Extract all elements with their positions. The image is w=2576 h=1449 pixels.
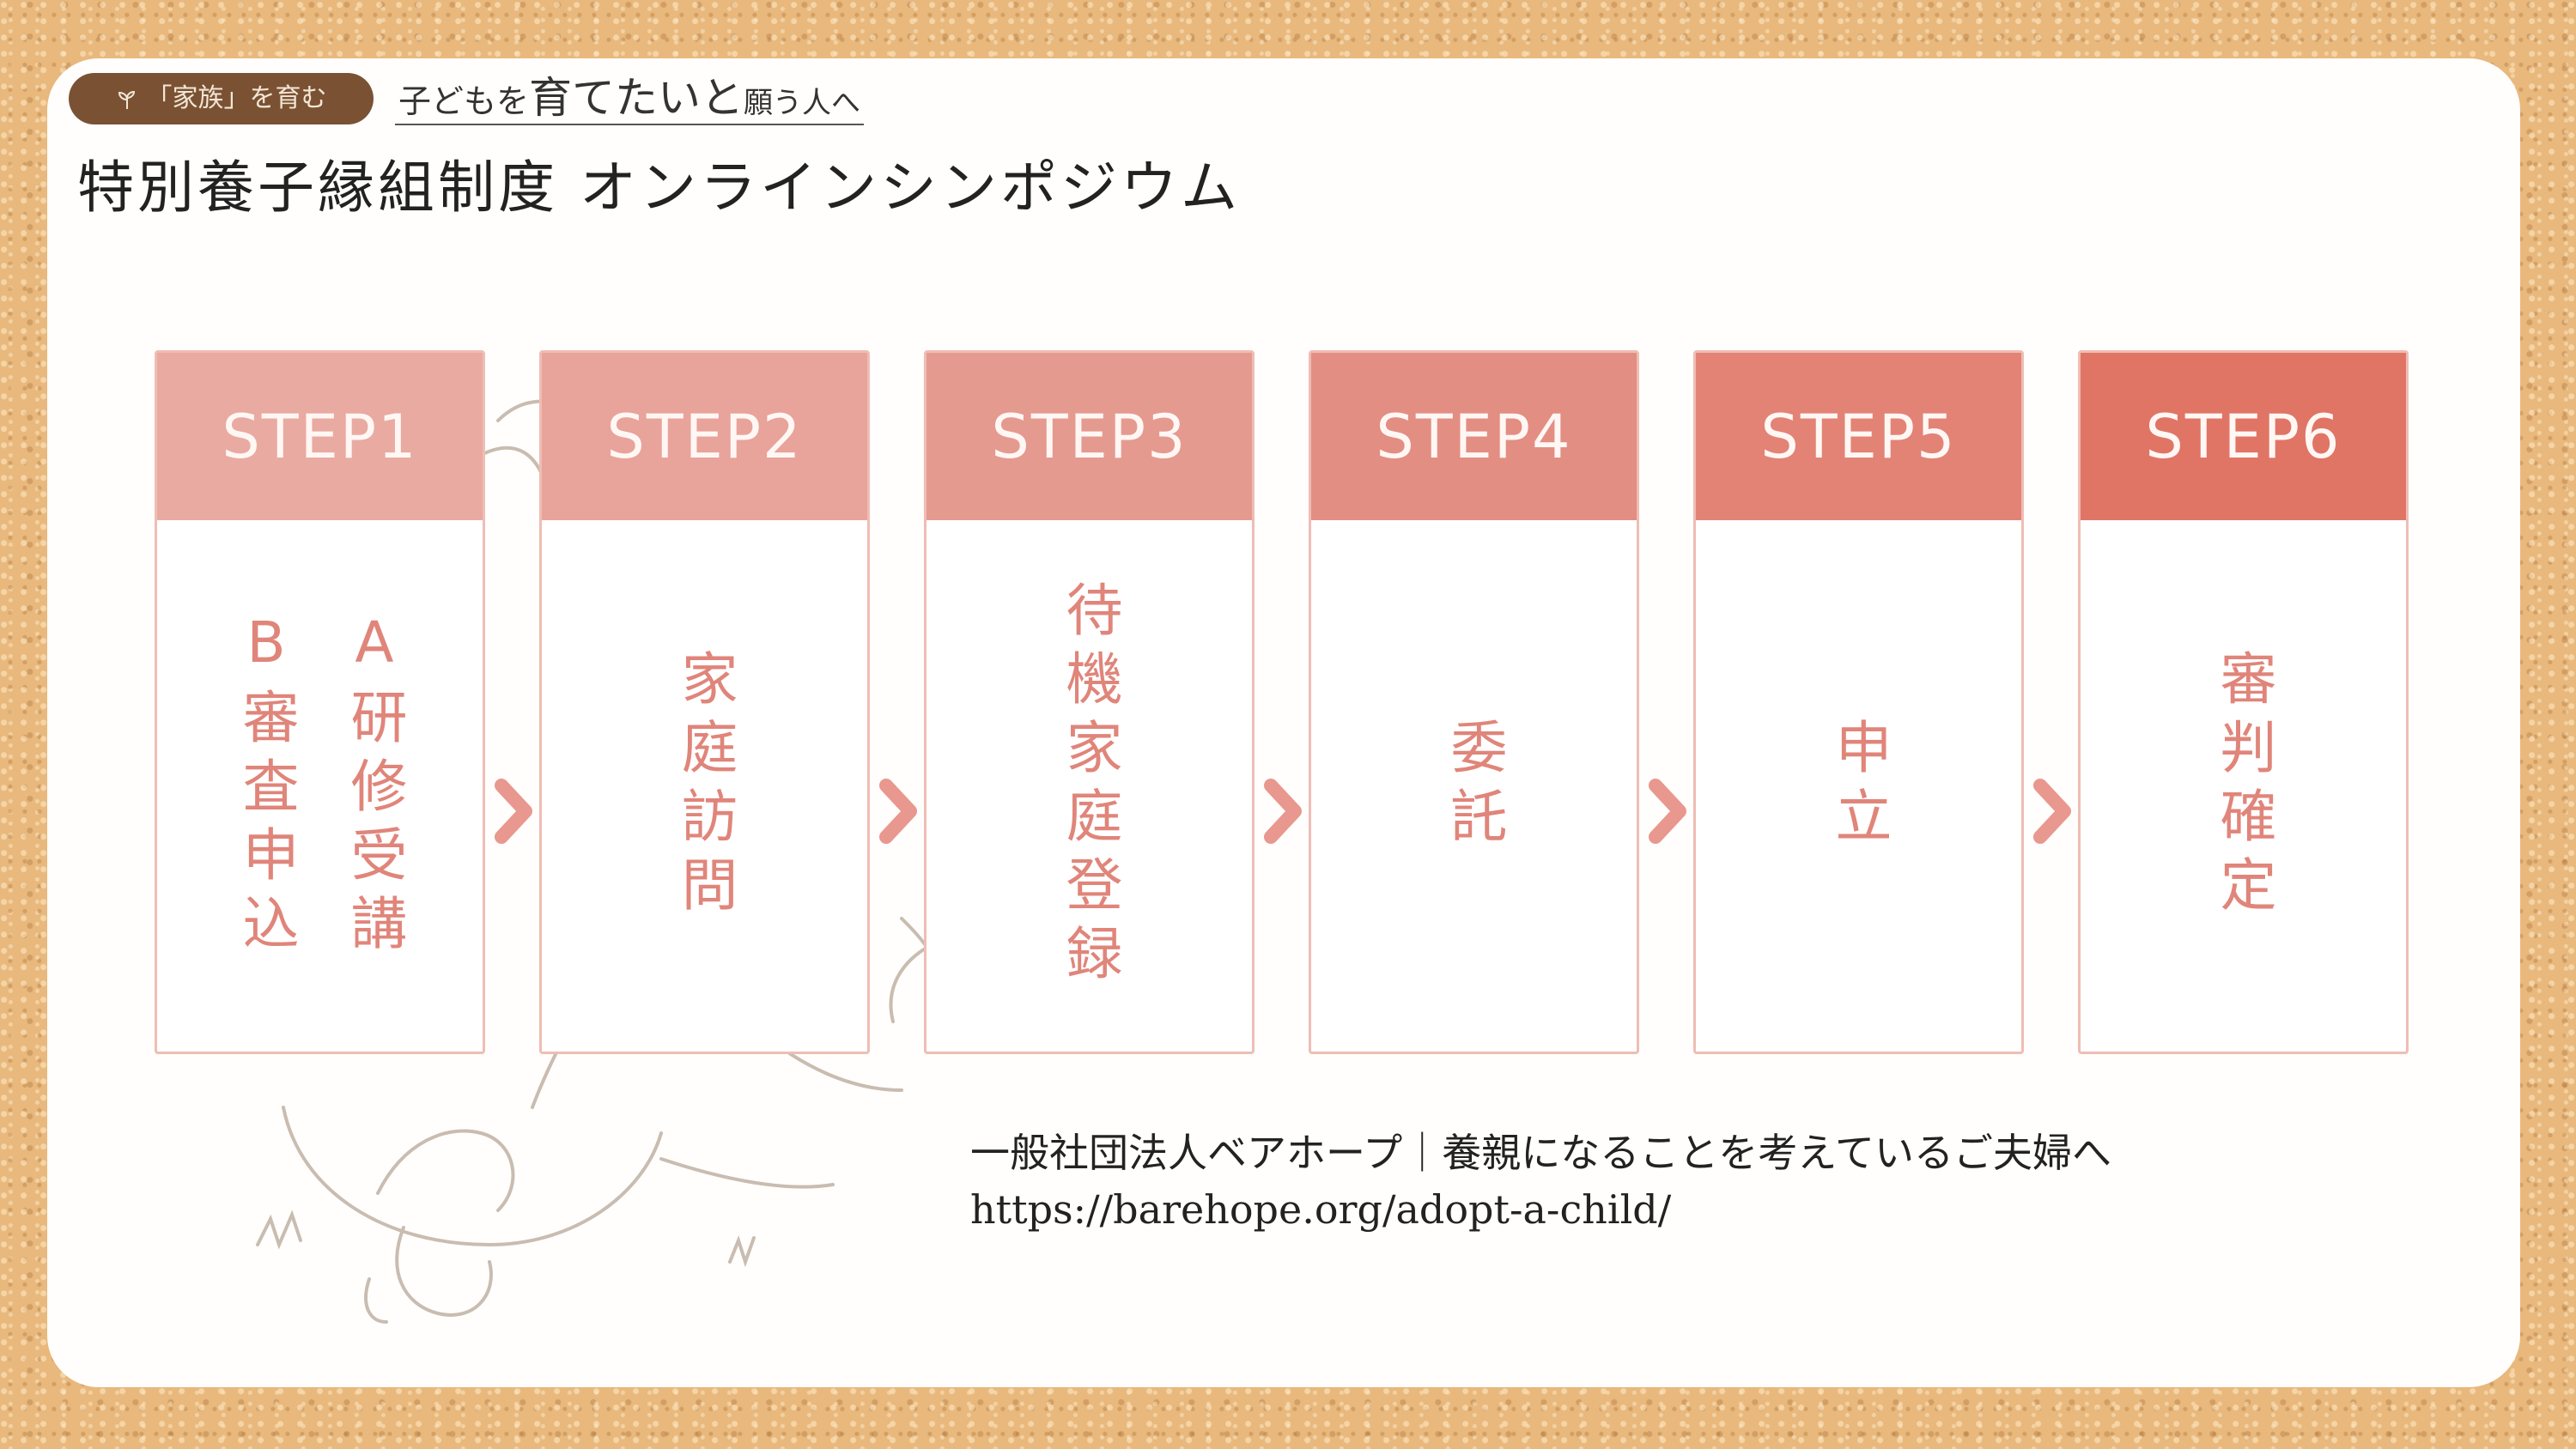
sprout-icon: [116, 73, 138, 124]
subtitle-part1: 子どもを: [398, 82, 530, 120]
step-card-1: STEP1 A研修受講 B審査申込: [155, 350, 485, 1054]
step-label-6: STEP6: [2081, 353, 2406, 520]
step-1-text-b: B審査申込: [233, 609, 300, 962]
subtitle: 子どもを育てたいと願う人へ: [395, 70, 865, 125]
chevron-right-icon: [1264, 779, 1302, 844]
step-card-4: STEP4 委託: [1309, 350, 1639, 1054]
step-2-text: 家庭訪問: [671, 648, 738, 924]
category-badge: 「家族」を育む: [69, 73, 374, 124]
footer-info: 一般社団法人ベアホープ｜養親になることを考えているご夫婦へ https://ba…: [970, 1125, 2111, 1238]
step-card-3: STEP3 待機家庭登録: [924, 350, 1255, 1054]
url-link[interactable]: https://barehope.org/adopt-a-child/: [970, 1186, 1672, 1233]
step-card-2: STEP2 家庭訪問: [539, 350, 870, 1054]
step-card-6: STEP6 審判確定: [2078, 350, 2409, 1054]
step-label-3: STEP3: [927, 353, 1252, 520]
chevron-right-icon: [495, 779, 532, 844]
organization-line: 一般社団法人ベアホープ｜養親になることを考えているご夫婦へ: [970, 1130, 2111, 1176]
chevron-right-icon: [1649, 779, 1686, 844]
page-title: 特別養子縁組制度 オンラインシンポジウム: [77, 155, 1241, 221]
chevron-right-icon: [879, 779, 917, 844]
step-label-4: STEP4: [1311, 353, 1637, 520]
step-3-text: 待機家庭登録: [1056, 579, 1123, 992]
chevron-right-icon: [2033, 779, 2071, 844]
step-label-2: STEP2: [542, 353, 867, 520]
step-label-1: STEP1: [157, 353, 483, 520]
step-5-text: 申立: [1826, 717, 1893, 855]
step-6-text: 審判確定: [2210, 648, 2277, 924]
step-card-5: STEP5 申立: [1693, 350, 2024, 1054]
subtitle-part3: 願う人へ: [744, 86, 861, 120]
step-4-text: 委託: [1441, 717, 1508, 855]
step-label-5: STEP5: [1696, 353, 2021, 520]
subtitle-part2: 育てたいと: [529, 73, 744, 123]
badge-text: 「家族」を育む: [146, 83, 327, 113]
step-1-text-a: A研修受講: [341, 609, 408, 962]
